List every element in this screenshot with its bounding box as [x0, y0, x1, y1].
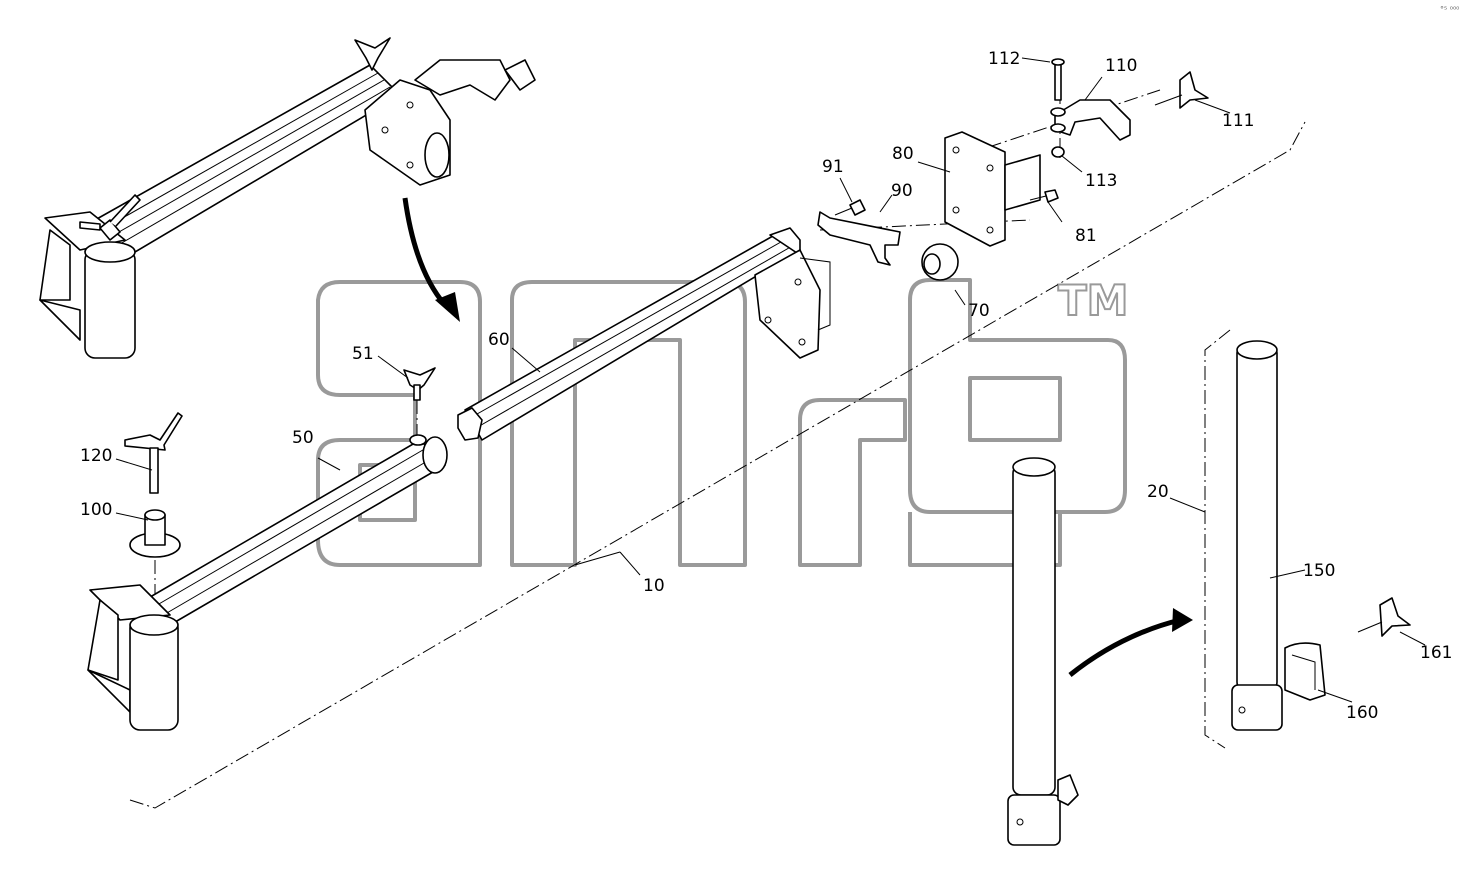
callout-161: 161: [1420, 643, 1452, 663]
watermark-logo: TM: [316, 275, 1129, 567]
callout-111: 111: [1222, 111, 1254, 131]
callout-100: 100: [80, 500, 112, 520]
callout-112: 112: [988, 49, 1020, 69]
callout-70: 70: [968, 301, 990, 321]
tube-assembly: [1007, 340, 1411, 846]
leader-lines: [115, 57, 1426, 703]
callout-120: 120: [80, 446, 112, 466]
exploded-unit-rail: [87, 227, 831, 731]
callout-20: 20: [1147, 482, 1169, 502]
assembled-unit-top: [39, 37, 536, 359]
callout-160: 160: [1346, 703, 1378, 723]
callout-110: 110: [1105, 56, 1137, 76]
trademark-symbol: TM: [1058, 276, 1128, 325]
callout-81: 81: [1075, 226, 1097, 246]
callout-80: 80: [892, 144, 914, 164]
callout-50: 50: [292, 428, 314, 448]
callout-150: 150: [1303, 561, 1335, 581]
corner-mark: °⁵ ⁰⁰⁰: [1440, 5, 1459, 14]
callout-51: 51: [352, 344, 374, 364]
callout-60: 60: [488, 330, 510, 350]
assembly-arrow-1: [402, 197, 460, 322]
callout-91: 91: [822, 157, 844, 177]
callout-labels: 10 20 50 51 60 70 80 81 90 91 100 110 11…: [80, 49, 1452, 723]
callout-113: 113: [1085, 171, 1117, 191]
small-parts: [817, 58, 1209, 281]
callout-90: 90: [891, 181, 913, 201]
callout-10: 10: [643, 576, 665, 596]
assembly-centerlines: [129, 89, 1306, 809]
